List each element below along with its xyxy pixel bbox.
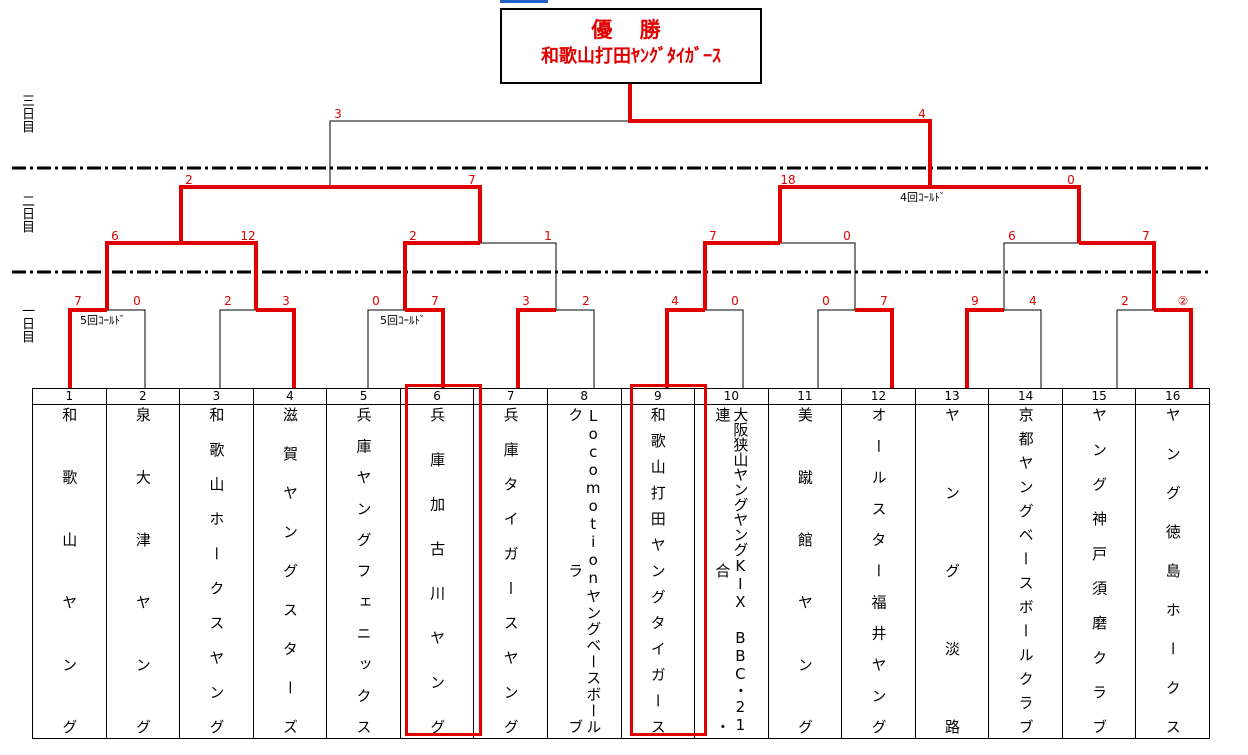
team-name-7: 兵庫タイガースヤング <box>501 407 520 734</box>
team-number-8: 8 <box>546 388 622 405</box>
team-name-14: 京都ヤングベースボールクラブ <box>1016 407 1035 734</box>
score-final-1: 3 <box>334 107 342 121</box>
team-name-9: 和歌山打田ヤングタイガース <box>648 407 667 734</box>
team-number-15: 15 <box>1061 388 1137 405</box>
team-number-14: 14 <box>988 388 1063 405</box>
score-round3-3: 18 <box>780 173 795 187</box>
score-round1-10: 0 <box>731 294 739 308</box>
score-round1-5: 0 <box>372 294 380 308</box>
score-round1-8: 2 <box>582 294 590 308</box>
champion-title: 優 勝 <box>591 18 671 42</box>
score-round3-4: 0 <box>1067 173 1075 187</box>
score-round1-12: 7 <box>880 294 888 308</box>
team-number-3: 3 <box>179 388 254 405</box>
team-name-cell-2: 泉大津ヤング <box>105 404 181 739</box>
team-name-5: 兵庫ヤングフェニックス <box>354 407 373 734</box>
day-label-1: 一日目 <box>18 304 34 348</box>
team-number-5: 5 <box>326 388 401 405</box>
team-name-2: 泉大津ヤング <box>133 407 152 734</box>
score-round2-2: 12 <box>240 229 255 243</box>
score-round1-16: ② <box>1178 294 1189 308</box>
team-name-cell-6: 兵庫加古川ヤング <box>399 404 475 739</box>
round1-lines <box>69 120 1192 388</box>
score-final-2: 4 <box>918 107 926 121</box>
team-name-cell-15: ヤング神戸須磨クラブ <box>1061 404 1137 739</box>
champion-box: 優 勝 和歌山打田ﾔﾝｸﾞﾀｲｶﾞｰｽ <box>500 8 762 84</box>
highlight-box-6 <box>405 384 482 736</box>
team-number-2: 2 <box>105 388 181 405</box>
team-name-1: 和歌山ヤング <box>60 407 79 734</box>
team-name-cell-7: 兵庫タイガースヤング <box>473 404 548 739</box>
day-label-2: 二日目 <box>18 194 34 238</box>
team-name-8: Locomotionヤングベースボールクラブ <box>566 407 603 734</box>
score-round1-9: 4 <box>671 294 679 308</box>
score-round3-2: 7 <box>468 173 476 187</box>
team-name-cell-11: 美蹴館ヤング <box>767 404 843 739</box>
team-name-cell-1: 和歌山ヤング <box>32 404 107 739</box>
team-name-11: 美蹴館ヤング <box>795 407 814 734</box>
team-name-row: 和歌山ヤング 泉大津ヤング 和歌山ホークスヤング 滋賀ヤングスターズ 兵庫ヤングフェニッ… <box>32 404 1210 739</box>
score-round2-3: 2 <box>409 229 417 243</box>
cold-note-c: 4回ｺｰﾙﾄﾞ <box>900 191 946 204</box>
team-name-10: 大阪狭山ヤングヤングKIX BBC・21連合・ <box>713 407 750 734</box>
team-number-11: 11 <box>767 388 843 405</box>
team-name-cell-4: 滋賀ヤングスターズ <box>252 404 328 739</box>
score-round1-4: 3 <box>282 294 290 308</box>
day-3-text: 三日目 <box>19 94 34 133</box>
score-round1-15: 2 <box>1121 294 1129 308</box>
score-round2-6: 0 <box>843 229 851 243</box>
highlight-box-9 <box>630 384 707 736</box>
score-round2-4: 1 <box>544 229 552 243</box>
score-round2-8: 7 <box>1142 229 1150 243</box>
score-round3-1: 2 <box>185 173 193 187</box>
score-round1-13: 9 <box>971 294 979 308</box>
team-name-cell-14: 京都ヤングベースボールクラブ <box>988 404 1063 739</box>
team-name-cell-8: Locomotionヤングベースボールクラブ <box>546 404 622 739</box>
team-name-cell-16: ヤング徳島ホークス <box>1135 404 1210 739</box>
score-round1-11: 0 <box>822 294 830 308</box>
winner-lines <box>68 84 1193 388</box>
team-name-cell-5: 兵庫ヤングフェニックス <box>326 404 401 739</box>
score-round1-6: 7 <box>431 294 439 308</box>
team-name-cell-12: オールスター福井ヤング <box>841 404 916 739</box>
champion-team: 和歌山打田ﾔﾝｸﾞﾀｲｶﾞｰｽ <box>541 46 721 67</box>
score-round1-1: 7 <box>74 294 82 308</box>
team-name-12: オールスター福井ヤング <box>869 407 888 734</box>
team-number-1: 1 <box>32 388 107 405</box>
team-number-13: 13 <box>914 388 990 405</box>
team-name-16: ヤング徳島ホークス <box>1163 407 1182 734</box>
team-number-12: 12 <box>841 388 916 405</box>
score-round2-7: 6 <box>1008 229 1016 243</box>
team-name-15: ヤング神戸須磨クラブ <box>1090 407 1109 734</box>
day-1-text: 一日目 <box>19 304 34 343</box>
day-label-3: 三日目 <box>18 94 34 138</box>
day-2-text: 二日目 <box>19 194 34 233</box>
score-round2-5: 7 <box>709 229 717 243</box>
score-round1-14: 4 <box>1029 294 1037 308</box>
team-name-cell-3: 和歌山ホークスヤング <box>179 404 254 739</box>
score-round2-1: 6 <box>111 229 119 243</box>
score-labels: 7 0 2 3 0 7 3 2 4 0 0 7 9 4 2 ② 6 12 2 1 7 0 6 7 2 7 18 0 3 4 <box>74 107 1188 308</box>
cold-note-b: 5回ｺｰﾙﾄﾞ <box>380 314 426 327</box>
team-number-4: 4 <box>252 388 328 405</box>
team-number-16: 16 <box>1135 388 1210 405</box>
score-round1-7: 3 <box>522 294 530 308</box>
score-round1-3: 2 <box>224 294 232 308</box>
team-name-cell-13: ヤング淡路 <box>914 404 990 739</box>
score-round1-2: 0 <box>133 294 141 308</box>
cold-note-a: 5回ｺｰﾙﾄﾞ <box>80 314 126 327</box>
team-name-13: ヤング淡路 <box>943 407 962 734</box>
team-name-3: 和歌山ホークスヤング <box>207 407 226 734</box>
team-name-4: 滋賀ヤングスターズ <box>280 407 299 734</box>
team-number-7: 7 <box>473 388 548 405</box>
team-name-6: 兵庫加古川ヤング <box>428 407 447 734</box>
top-accent-bar <box>500 0 548 3</box>
